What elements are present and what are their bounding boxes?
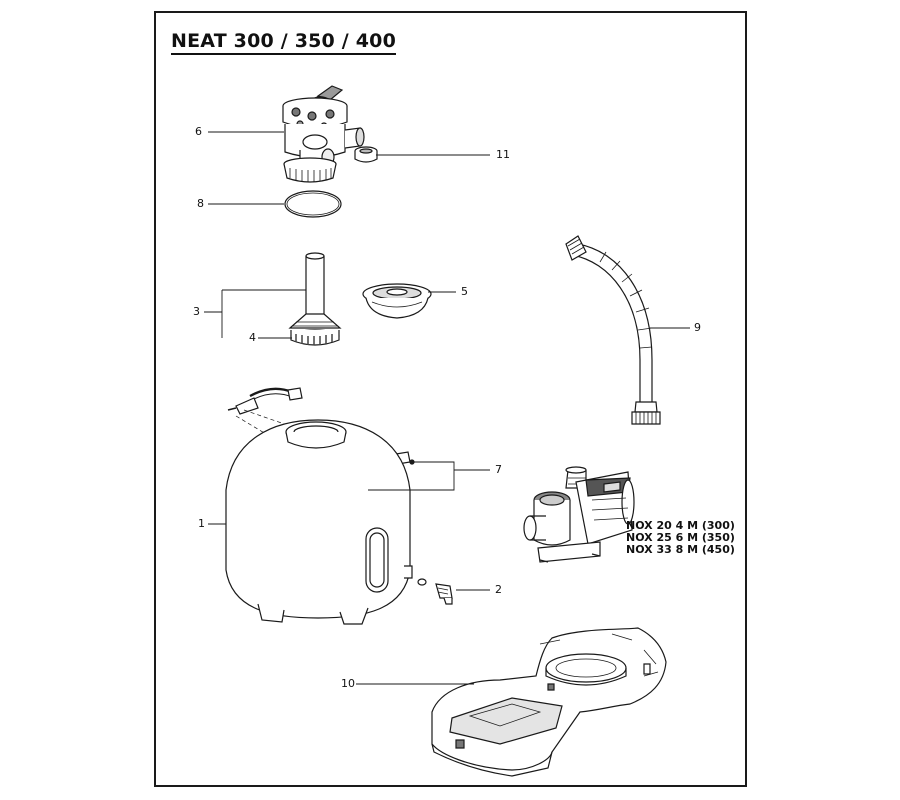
o-ring bbox=[285, 191, 341, 217]
callout-7: 7 bbox=[495, 463, 502, 476]
drain-plug bbox=[418, 579, 452, 604]
callout-2: 2 bbox=[495, 583, 502, 596]
base-plate bbox=[432, 628, 666, 776]
diagram-title: NEAT 300 / 350 / 400 bbox=[171, 30, 397, 55]
callout-3: 3 bbox=[193, 305, 200, 318]
multiport-valve bbox=[283, 86, 364, 182]
collector-pipe bbox=[290, 253, 340, 345]
pump-model-1: NOX 20 4 M (300) bbox=[626, 519, 735, 532]
callout-6: 6 bbox=[195, 125, 202, 138]
callout-9: 9 bbox=[694, 321, 701, 334]
pressure-gauge bbox=[355, 147, 377, 162]
callout-10: 10 bbox=[341, 677, 355, 690]
callout-4: 4 bbox=[249, 331, 256, 344]
pool-pump bbox=[524, 467, 634, 562]
leader-lines bbox=[204, 132, 690, 684]
flexible-hose bbox=[566, 236, 660, 424]
callout-1: 1 bbox=[198, 517, 205, 530]
filter-tank bbox=[226, 420, 412, 624]
callout-5: 5 bbox=[461, 285, 468, 298]
pump-model-2: NOX 25 6 M (350) bbox=[626, 531, 735, 544]
strainer-cap bbox=[363, 284, 431, 318]
callout-8: 8 bbox=[197, 197, 204, 210]
callout-11: 11 bbox=[496, 148, 510, 161]
pump-model-3: NOX 33 8 M (450) bbox=[626, 543, 735, 556]
